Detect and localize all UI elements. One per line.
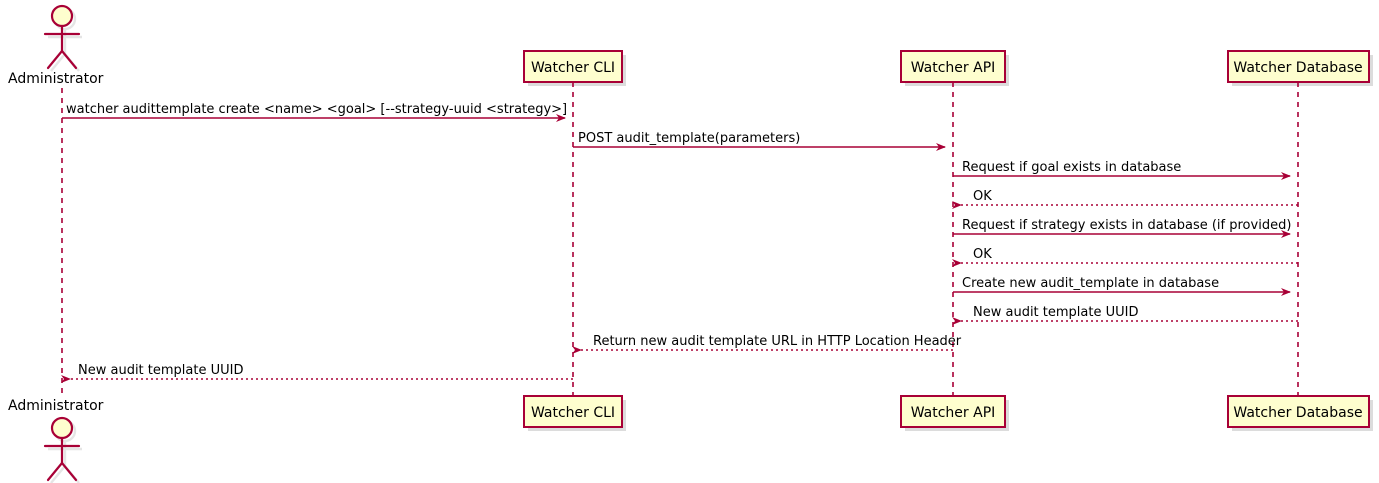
participant-box-watcher-database-top[interactable]: Watcher Database <box>1227 50 1370 83</box>
participant-label-watcher-cli-bottom: Watcher CLI <box>531 405 615 421</box>
participant-label-watcher-api-bottom: Watcher API <box>911 405 996 421</box>
message-6-ok[interactable]: OK <box>952 247 1298 267</box>
message-label: New audit template UUID <box>973 305 1138 320</box>
actor-head-icon <box>50 4 74 28</box>
actor-label-administrator-top: Administrator <box>8 71 104 87</box>
actor-body-icon <box>43 436 81 482</box>
participant-box-watcher-cli-bottom[interactable]: Watcher CLI <box>523 395 623 428</box>
participant-label-watcher-cli-top: Watcher CLI <box>531 60 615 76</box>
actor-body-icon <box>43 24 81 70</box>
message-label: OK <box>973 247 992 262</box>
participant-box-watcher-cli-top[interactable]: Watcher CLI <box>523 50 623 83</box>
message-label: Create new audit_template in database <box>962 276 1219 291</box>
message-5-request-if-strategy-exists[interactable]: Request if strategy exists in database (… <box>953 218 1291 238</box>
message-label: OK <box>973 189 992 204</box>
participant-label-watcher-api-top: Watcher API <box>911 60 996 76</box>
message-8-new-audit-template-uuid[interactable]: New audit template UUID <box>952 305 1298 325</box>
actor-label-administrator-bottom: Administrator <box>8 398 104 414</box>
participant-box-watcher-database-bottom[interactable]: Watcher Database <box>1227 395 1370 428</box>
message-label: Request if strategy exists in database (… <box>962 218 1291 233</box>
actor-administrator-bottom[interactable]: Administrator <box>8 398 104 483</box>
message-4-ok[interactable]: OK <box>952 189 1298 209</box>
actor-administrator-top[interactable]: Administrator <box>8 4 104 87</box>
message-label: Request if goal exists in database <box>962 160 1181 175</box>
box-shadows <box>528 55 1373 431</box>
message-10-new-audit-template-uuid[interactable]: New audit template UUID <box>61 363 573 383</box>
message-label: Return new audit template URL in HTTP Lo… <box>593 334 962 349</box>
message-2-post-audit-template[interactable]: POST audit_template(parameters) <box>573 131 946 151</box>
lifelines <box>61 82 1299 396</box>
message-label: watcher audittemplate create <name> <goa… <box>66 102 567 117</box>
message-label: New audit template UUID <box>78 363 243 378</box>
participant-label-watcher-database-top: Watcher Database <box>1233 60 1362 76</box>
message-7-create-new-audit-template[interactable]: Create new audit_template in database <box>953 276 1291 296</box>
message-9-return-new-audit-template-url[interactable]: Return new audit template URL in HTTP Lo… <box>572 334 962 354</box>
message-3-request-if-goal-exists[interactable]: Request if goal exists in database <box>953 160 1291 180</box>
participant-box-watcher-api-top[interactable]: Watcher API <box>900 50 1006 83</box>
message-1-watcher-audittemplate-create[interactable]: watcher audittemplate create <name> <goa… <box>62 102 567 122</box>
participant-box-watcher-api-bottom[interactable]: Watcher API <box>900 395 1006 428</box>
actor-head-icon <box>50 416 74 440</box>
participant-label-watcher-database-bottom: Watcher Database <box>1233 405 1362 421</box>
message-label: POST audit_template(parameters) <box>578 131 800 146</box>
